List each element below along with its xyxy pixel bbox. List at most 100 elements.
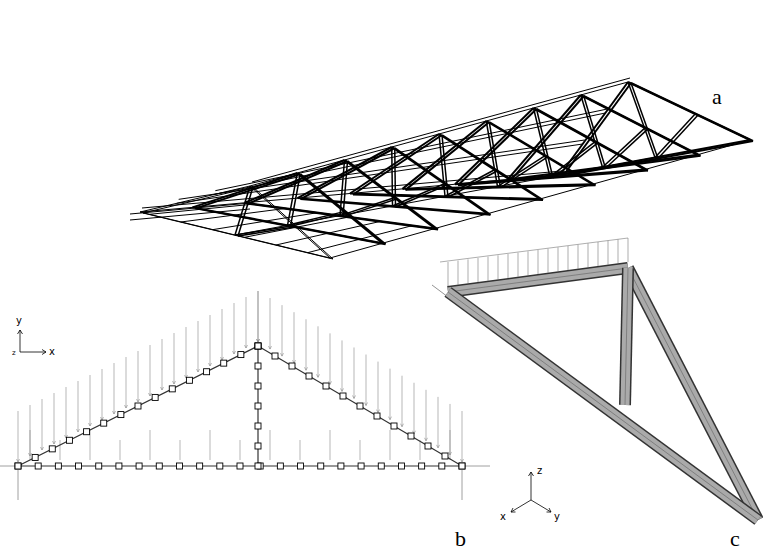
load-arrow <box>222 309 223 360</box>
load-arrow-head <box>389 417 392 420</box>
mesh-node <box>136 463 142 469</box>
load-arrow-head <box>245 345 248 348</box>
load-arrow-head <box>269 346 272 349</box>
mesh-node <box>255 423 261 429</box>
truss-post <box>343 161 348 217</box>
purlin <box>215 109 607 191</box>
load-arrow <box>258 291 259 342</box>
load-arrow-head <box>353 395 356 398</box>
load-arrow <box>258 291 259 342</box>
load-arrow <box>246 297 247 348</box>
mesh-node <box>398 463 404 469</box>
floor-joist <box>276 221 381 245</box>
load-arrow <box>598 242 599 266</box>
load-arrow-head <box>365 403 368 406</box>
load-arrow <box>608 241 609 265</box>
load-arrow <box>174 333 175 384</box>
beam-solid <box>448 268 628 292</box>
load-arrow <box>114 363 115 414</box>
truss-rafter <box>584 96 701 156</box>
load-arrow <box>402 376 403 427</box>
mesh-node <box>419 463 425 469</box>
mesh-node <box>135 403 141 409</box>
truss-diagonal <box>238 227 297 236</box>
load-arrow-head <box>197 369 200 372</box>
mesh-node <box>357 403 363 409</box>
purlin <box>250 82 628 186</box>
load-arrow-head <box>149 393 152 396</box>
load-arrow <box>426 390 427 441</box>
mesh-node <box>66 437 72 443</box>
truss-diagonal <box>655 114 695 158</box>
mesh-node <box>255 363 261 369</box>
load-arrow <box>488 257 489 281</box>
mesh-node <box>459 463 465 469</box>
load-arrow-head <box>305 367 308 370</box>
mesh-node <box>442 453 448 459</box>
support-line <box>18 470 19 500</box>
load-arrow <box>450 430 451 460</box>
purlin <box>179 140 585 199</box>
load-arrow <box>508 254 509 278</box>
truss-rafter <box>455 108 534 184</box>
load-arrow <box>126 357 127 408</box>
load-arrow-head <box>221 357 224 360</box>
mesh-node <box>439 463 445 469</box>
load-arrow <box>462 411 463 462</box>
load-arrow-head <box>113 411 116 414</box>
load-arrow <box>30 430 31 460</box>
load-arrow-head <box>125 405 128 408</box>
mesh-node <box>338 463 344 469</box>
axis-triad <box>18 330 552 512</box>
mesh-node <box>255 343 261 349</box>
truss-rafter <box>511 96 584 181</box>
mesh-node <box>32 454 38 460</box>
mesh-node <box>255 343 261 349</box>
load-arrow <box>558 247 559 271</box>
beam-solid <box>625 268 628 405</box>
load-arrow <box>66 387 67 438</box>
top-chord <box>258 346 462 466</box>
load-arrow <box>54 393 55 444</box>
mesh-node <box>298 463 304 469</box>
load-arrow <box>366 355 367 406</box>
truss-3d-solid <box>432 238 758 520</box>
load-arrow <box>390 430 391 460</box>
load-arrow-head <box>41 447 44 450</box>
load-arrow <box>438 397 439 448</box>
load-arrow <box>318 326 319 377</box>
load-arrow <box>468 259 469 283</box>
load-arrow <box>420 440 421 460</box>
mesh-node <box>255 463 261 469</box>
mesh-node <box>197 463 203 469</box>
mesh-node <box>35 463 41 469</box>
load-arrow <box>568 246 569 270</box>
panel-letter: c <box>730 528 740 550</box>
mesh-node <box>156 463 162 469</box>
purlin <box>142 171 562 208</box>
load-arrow-head <box>101 417 104 420</box>
beam-edge <box>628 268 758 520</box>
load-arrow <box>360 440 361 460</box>
load-arrow <box>548 249 549 273</box>
mesh-node <box>217 463 223 469</box>
mesh-node <box>340 393 346 399</box>
purlin <box>213 113 605 195</box>
floor-joist <box>308 225 413 252</box>
truss-chord <box>196 208 386 244</box>
mesh-node <box>425 443 431 449</box>
mesh-node <box>55 463 61 469</box>
panel-letter: a <box>712 86 722 108</box>
floor-joist <box>245 217 350 237</box>
load-arrow <box>18 411 19 462</box>
load-arrow-head <box>317 374 320 377</box>
beam-edge <box>625 268 628 405</box>
mesh-node <box>459 463 465 469</box>
truss-diagonal <box>658 115 698 159</box>
load-line <box>440 238 628 262</box>
beam-solid <box>628 268 758 520</box>
beam-edge <box>448 268 628 292</box>
floor-edge <box>130 209 250 220</box>
